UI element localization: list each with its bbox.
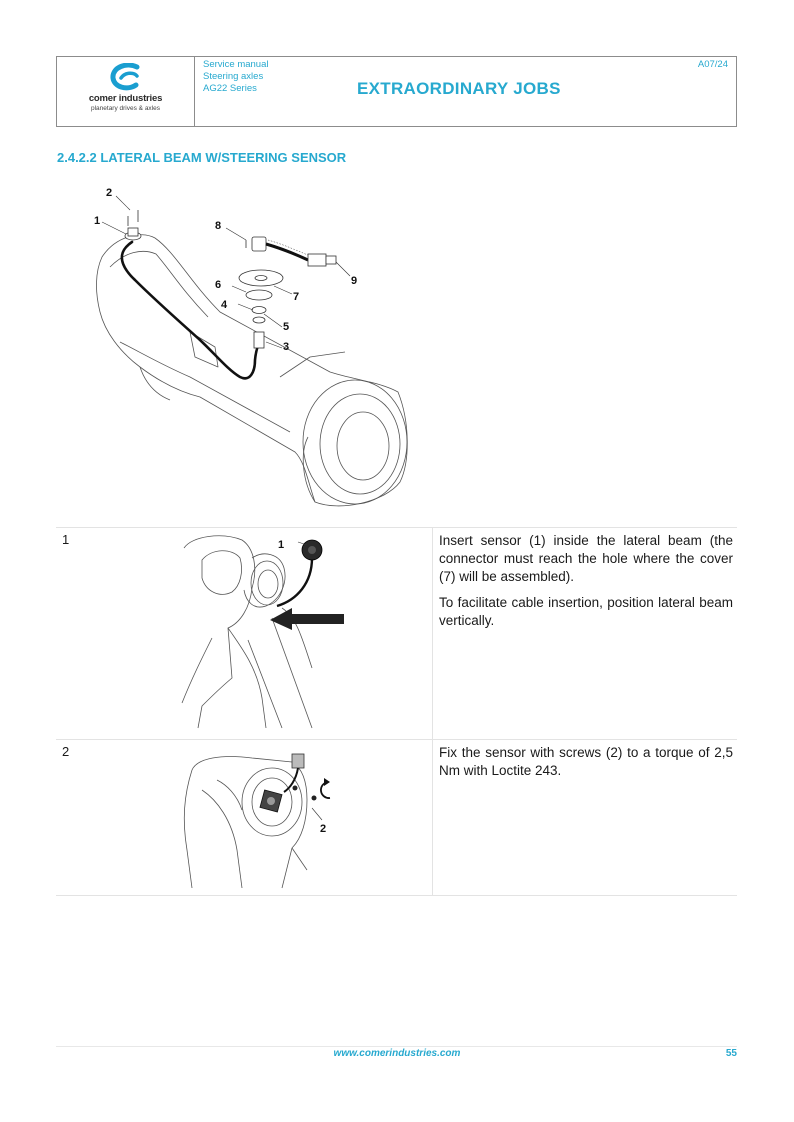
step-figure-cell: 2 [162, 739, 433, 896]
instruction-paragraph: Fix the sensor with screws (2) to a torq… [439, 745, 733, 778]
section-title: 2.4.2.2 LATERAL BEAM W/STEERING SENSOR [57, 150, 347, 165]
procedure-steps: 1 1 [56, 527, 737, 896]
step-instructions: Fix the sensor with screws (2) to a torq… [432, 739, 737, 896]
callout-3: 3 [283, 341, 289, 353]
step-number: 1 [56, 527, 162, 740]
document-id: A07/24 [697, 59, 728, 70]
axle-exploded-diagram: 2 1 8 9 6 7 4 5 3 [94, 187, 408, 507]
meta-line: AG22 Series [203, 83, 257, 94]
sensor-fixing-figure: 2 [183, 753, 331, 889]
callout-1: 1 [94, 215, 100, 227]
step-row: 2 2 [56, 739, 737, 896]
step-row: 1 1 [56, 527, 737, 740]
meta-line: Steering axles [203, 71, 264, 82]
comer-logo-icon [110, 63, 140, 91]
instruction-paragraph: To facilitate cable insertion, position … [439, 595, 733, 628]
step-instructions: Insert sensor (1) inside the lateral bea… [432, 527, 737, 740]
chapter-title: EXTRAORDINARY JOBS [357, 79, 561, 98]
callout-6: 6 [215, 279, 221, 291]
callout-8: 8 [215, 220, 221, 232]
callout-9: 9 [351, 275, 357, 287]
callout-5: 5 [283, 321, 289, 333]
sensor-insertion-figure: 1 [181, 535, 344, 729]
step-number: 2 [56, 739, 162, 896]
manual-meta: Service manual Steering axles AG22 Serie… [203, 59, 268, 95]
logo-name: comer industries [88, 93, 163, 104]
footer-website-link[interactable]: www.comerindustries.com [333, 1048, 461, 1059]
meta-line: Service manual [203, 59, 269, 70]
instruction-paragraph: Insert sensor (1) inside the lateral bea… [439, 533, 733, 584]
callout-2: 2 [106, 187, 112, 199]
page-header: comer industries planetary drives & axle… [56, 56, 737, 127]
step-figure-cell: 1 [162, 527, 433, 740]
step-figure-callout: 2 [320, 823, 326, 835]
page-number: 55 [725, 1048, 737, 1059]
logo-tagline: planetary drives & axles [90, 105, 160, 112]
callout-4: 4 [221, 299, 228, 311]
arrow-icon [270, 608, 344, 630]
logo-cell: comer industries planetary drives & axle… [57, 57, 195, 126]
footer-divider [56, 1046, 737, 1047]
step-figure-callout: 1 [278, 539, 284, 551]
callout-7: 7 [293, 291, 299, 303]
